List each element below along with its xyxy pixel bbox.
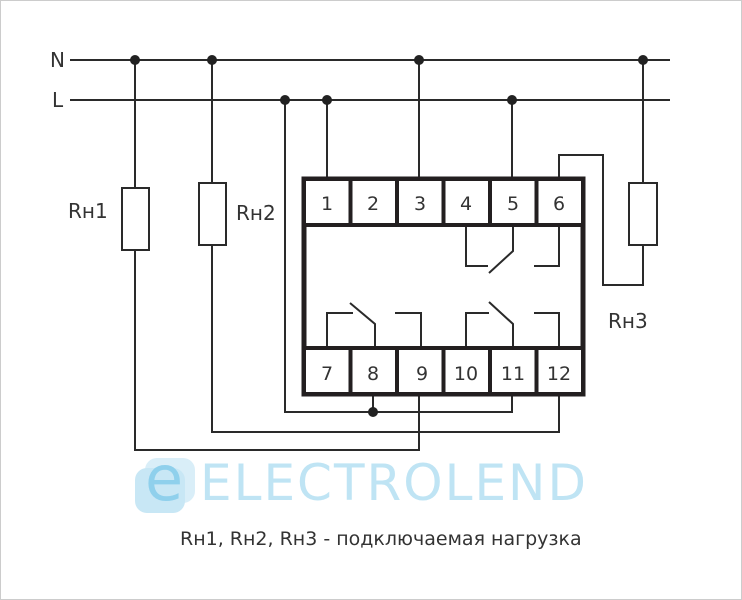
watermark-letter: e [145, 442, 185, 515]
neutral-label: N [50, 48, 65, 72]
junction-dots [130, 55, 648, 417]
wires [134, 60, 644, 451]
load-resistor-rh3 [628, 182, 658, 246]
live-label: L [52, 88, 64, 112]
terminal-11: 11 [501, 363, 525, 385]
terminal-1: 1 [321, 193, 333, 215]
rh3-label: Rн3 [608, 309, 648, 333]
terminal-5: 5 [507, 193, 519, 215]
terminal-6: 6 [553, 193, 565, 215]
terminal-8: 8 [367, 363, 379, 385]
terminal-2: 2 [367, 193, 379, 215]
electrolend-watermark: e ELECTROLEND [135, 442, 588, 515]
rh2-label: Rн2 [236, 201, 276, 225]
terminal-12: 12 [547, 363, 571, 385]
watermark-text: ELECTROLEND [200, 454, 588, 512]
terminal-7: 7 [321, 363, 333, 385]
rh1-label: Rн1 [68, 199, 108, 223]
terminal-4: 4 [460, 193, 472, 215]
terminal-9: 9 [416, 363, 428, 385]
caption: Rн1, Rн2, Rн3 - подключаемая нагрузка [180, 528, 582, 550]
load-resistor-rh1 [121, 187, 150, 251]
terminal-3: 3 [414, 193, 426, 215]
bottom-terminal-row: 7 8 9 10 11 12 [302, 346, 585, 396]
load-resistor-rh2 [198, 182, 227, 246]
top-terminal-row: 1 2 3 4 5 6 [302, 177, 585, 227]
relay-contacts [326, 227, 560, 346]
terminal-10: 10 [454, 363, 478, 385]
